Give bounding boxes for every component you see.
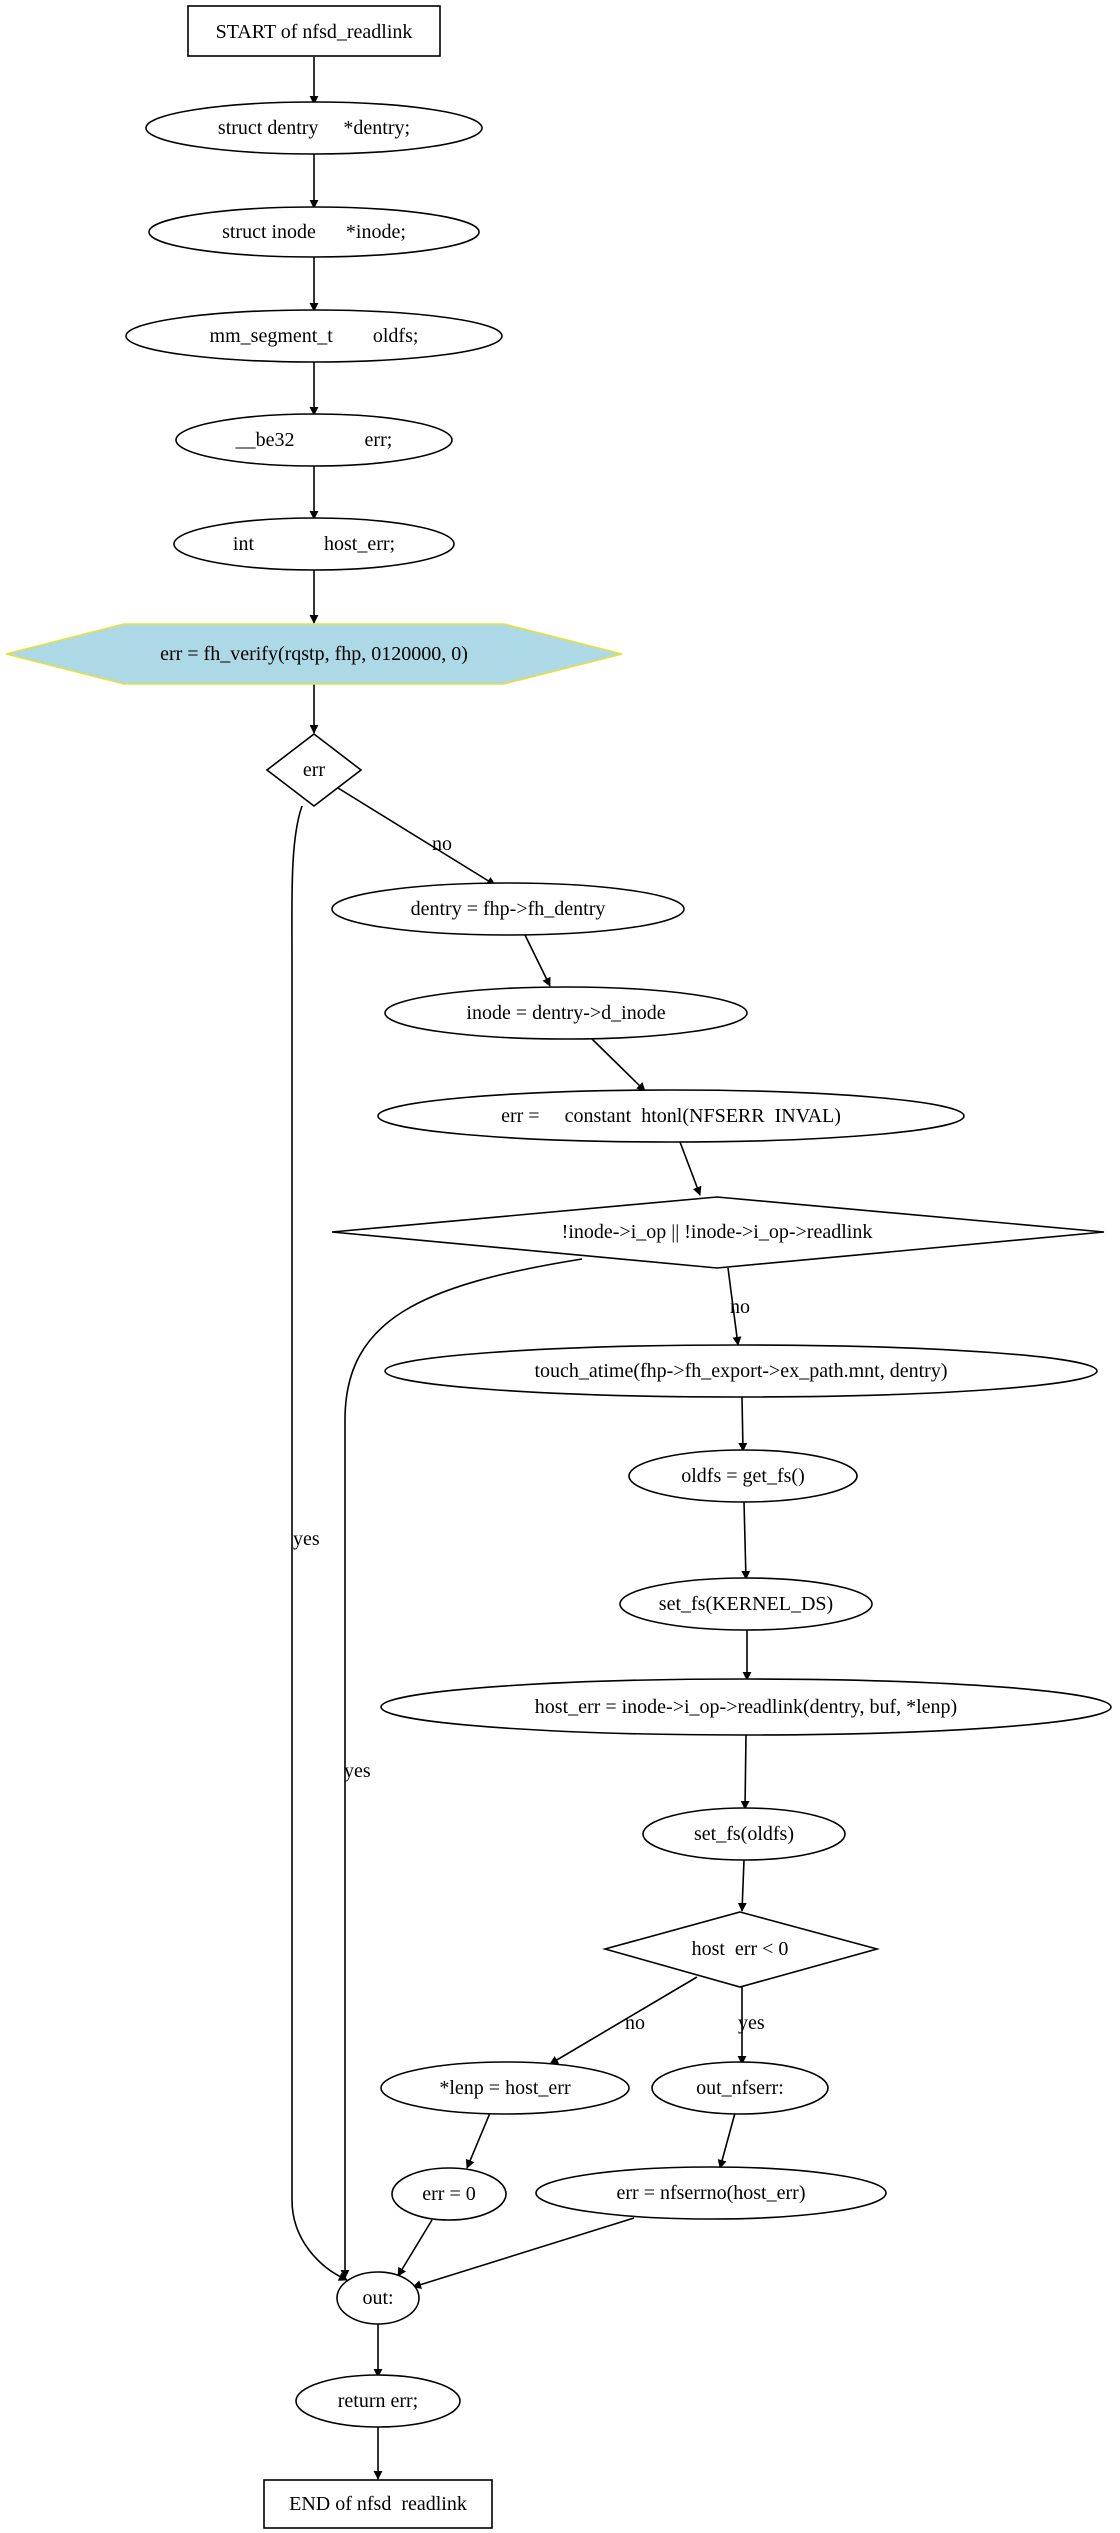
node-cond-readlink-label: !inode->i_op || !inode->i_op->readlink [562, 1221, 873, 1243]
node-assign-dentry: dentry = fhp->fh_dentry [331, 882, 685, 936]
node-assign-err-nfserrno: err = nfserrno(host_err) [535, 2166, 887, 2220]
edge-cond-err-no [337, 787, 496, 886]
edge-cond-readlink-no [727, 1267, 742, 1346]
node-assign-lenp-label: *lenp = host_err [439, 2077, 571, 2099]
edge-set-fs-old-to-cond-host-err [737, 1859, 747, 1912]
node-assign-inode-label: inode = dentry->d_inode [466, 1002, 665, 1024]
node-label-out: out: [336, 2271, 420, 2325]
node-cond-host-err-label: host err < 0 [692, 1938, 789, 1960]
edge-get-fs-to-set-fs-kernel [741, 1501, 751, 1580]
node-label-out-label: out: [362, 2287, 393, 2309]
node-get-fs: oldfs = get_fs() [628, 1449, 858, 1503]
nodes: START of nfsd_readlink struct dentry *de… [5, 5, 1112, 2529]
edge-out-nfserr-to-err-nfserrno [717, 2112, 736, 2169]
node-cond-readlink: !inode->i_op || !inode->i_op->readlink [331, 1196, 1105, 1269]
edges [291, 57, 752, 2480]
node-call-readlink: host_err = inode->i_op->readlink(dentry,… [380, 1678, 1112, 1736]
node-set-fs-old-label: set_fs(oldfs) [694, 1823, 794, 1845]
edge-label-cond-readlink-yes: yes [344, 1760, 371, 1782]
edge-label-cond-host-err-yes: yes [738, 2012, 765, 2034]
node-decl-dentry-label: struct dentry *dentry; [218, 117, 410, 139]
edge-cond-err-yes [291, 805, 348, 2281]
edge-cond-host-err-no [549, 1976, 698, 2065]
node-fh-verify-label: err = fh_verify(rqstp, fhp, 0120000, 0) [160, 643, 468, 665]
node-decl-err: __be32 err; [175, 413, 453, 467]
node-decl-dentry: struct dentry *dentry; [145, 101, 483, 155]
edge-label-cond-err-yes: yes [293, 1528, 320, 1550]
node-cond-err-label: err [303, 759, 326, 781]
edge-lenp-to-err-zero [465, 2112, 491, 2169]
edge-label-cond-err-no: no [432, 833, 452, 855]
node-decl-host-err-label: int host_err; [233, 533, 395, 555]
edge-labels: no yes no yes no yes [293, 833, 765, 2034]
edge-readlink-to-set-fs-old [740, 1734, 750, 1810]
node-cond-err: err [265, 732, 363, 808]
node-assign-err-inval-label: err = constant htonl(NFSERR INVAL) [501, 1105, 841, 1127]
edge-err-inval-to-cond-readlink [679, 1141, 702, 1196]
node-start: START of nfsd_readlink [187, 5, 441, 57]
node-touch-atime: touch_atime(fhp->fh_export->ex_path.mnt,… [384, 1344, 1098, 1398]
edge-err-nfserrno-to-out [412, 2217, 635, 2289]
edge-assign-dentry-to-inode [524, 934, 551, 987]
node-return-err: return err; [295, 2374, 461, 2428]
node-touch-atime-label: touch_atime(fhp->fh_export->ex_path.mnt,… [535, 1360, 948, 1382]
edge-touch-atime-to-get-fs [738, 1396, 748, 1452]
node-cond-host-err: host err < 0 [602, 1911, 881, 1988]
edge-label-cond-host-err-no: no [625, 2012, 645, 2034]
edge-label-cond-readlink-no: no [730, 1296, 750, 1318]
node-get-fs-label: oldfs = get_fs() [681, 1465, 804, 1487]
node-end-label: END of nfsd readlink [289, 2493, 467, 2515]
node-decl-inode: struct inode *inode; [148, 206, 480, 258]
node-decl-err-label: __be32 err; [235, 429, 393, 451]
node-label-out-nfserr: out_nfserr: [651, 2061, 829, 2115]
node-set-fs-old: set_fs(oldfs) [642, 1807, 846, 1861]
node-start-label: START of nfsd_readlink [216, 21, 413, 43]
node-fh-verify: err = fh_verify(rqstp, fhp, 0120000, 0) [5, 623, 623, 685]
node-label-out-nfserr-label: out_nfserr: [696, 2077, 784, 2099]
node-decl-oldfs: mm_segment_t oldfs; [125, 309, 503, 363]
node-return-err-label: return err; [338, 2390, 419, 2412]
node-assign-err-nfserrno-label: err = nfserrno(host_err) [617, 2182, 806, 2204]
node-decl-inode-label: struct inode *inode; [222, 221, 406, 243]
node-end: END of nfsd readlink [263, 2479, 493, 2529]
node-assign-err-zero: err = 0 [391, 2167, 507, 2221]
node-assign-inode: inode = dentry->d_inode [384, 986, 748, 1040]
node-set-fs-kernel-label: set_fs(KERNEL_DS) [659, 1593, 833, 1615]
node-set-fs-kernel: set_fs(KERNEL_DS) [619, 1577, 873, 1631]
node-call-readlink-label: host_err = inode->i_op->readlink(dentry,… [535, 1696, 957, 1718]
edge-inode-to-err-inval [591, 1038, 646, 1092]
edge-err-zero-to-out [397, 2219, 433, 2277]
node-assign-err-zero-label: err = 0 [422, 2183, 475, 2205]
node-assign-dentry-label: dentry = fhp->fh_dentry [411, 898, 606, 920]
node-assign-lenp: *lenp = host_err [380, 2061, 630, 2115]
edge-cond-readlink-yes [340, 1258, 583, 2279]
node-decl-oldfs-label: mm_segment_t oldfs; [210, 325, 419, 347]
node-decl-host-err: int host_err; [173, 517, 455, 571]
node-assign-err-inval: err = constant htonl(NFSERR INVAL) [377, 1089, 965, 1143]
